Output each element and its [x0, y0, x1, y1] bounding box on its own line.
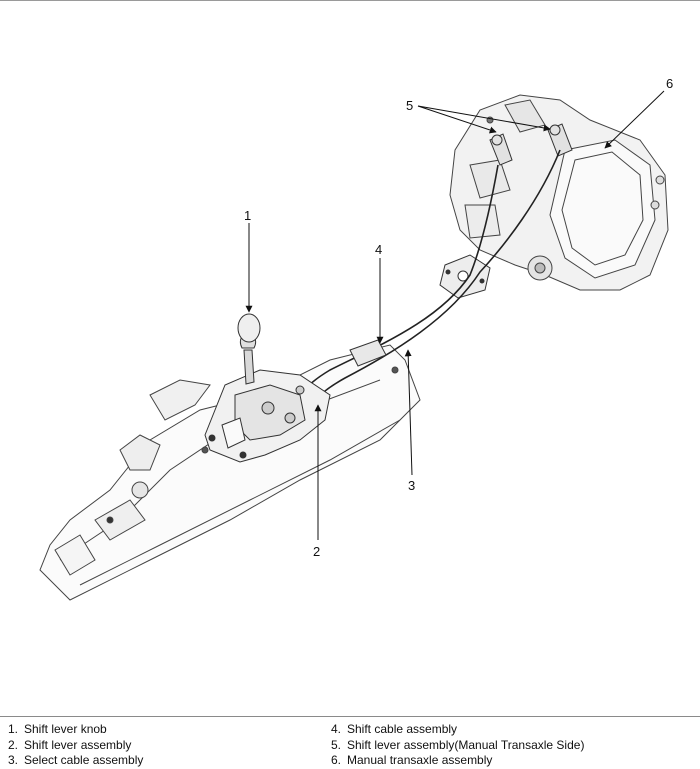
legend-item-5: 5.Shift lever assembly(Manual Transaxle …: [331, 737, 585, 752]
legend-item-6: 6.Manual transaxle assembly: [331, 753, 493, 767]
manual-transaxle: [449, 94, 669, 291]
callout-4: 4: [375, 242, 382, 257]
transaxle-side-lever: [489, 123, 573, 166]
leader-lines: [245, 90, 665, 540]
callout-2: 2: [313, 544, 320, 559]
callout-6: 6: [666, 76, 673, 91]
shift-lever-knob: [237, 313, 261, 385]
legend-item-2: 2.Shift lever assembly: [8, 737, 132, 752]
callout-5: 5: [406, 98, 413, 113]
legend-item-4: 4.Shift cable assembly: [331, 722, 458, 736]
exploded-diagram: 1 2 3 4 5 6: [39, 76, 673, 601]
legend-right-column: 4.Shift cable assembly 5.Shift lever ass…: [331, 722, 584, 769]
parts-legend: 1.Shift lever knob 2.Shift lever assembl…: [0, 722, 700, 768]
callout-3: 3: [408, 478, 415, 493]
shift-lever-assembly: [204, 369, 331, 463]
cable-bracket: [439, 254, 491, 299]
top-rule: [0, 0, 700, 1]
legend-divider: [0, 716, 700, 717]
legend-left-column: 1.Shift lever knob 2.Shift lever assembl…: [8, 722, 143, 769]
callout-1: 1: [244, 208, 251, 223]
legend-item-1: 1.Shift lever knob: [8, 722, 107, 736]
cable-grommet: [349, 339, 387, 367]
legend-item-3: 3.Select cable assembly: [8, 753, 144, 767]
